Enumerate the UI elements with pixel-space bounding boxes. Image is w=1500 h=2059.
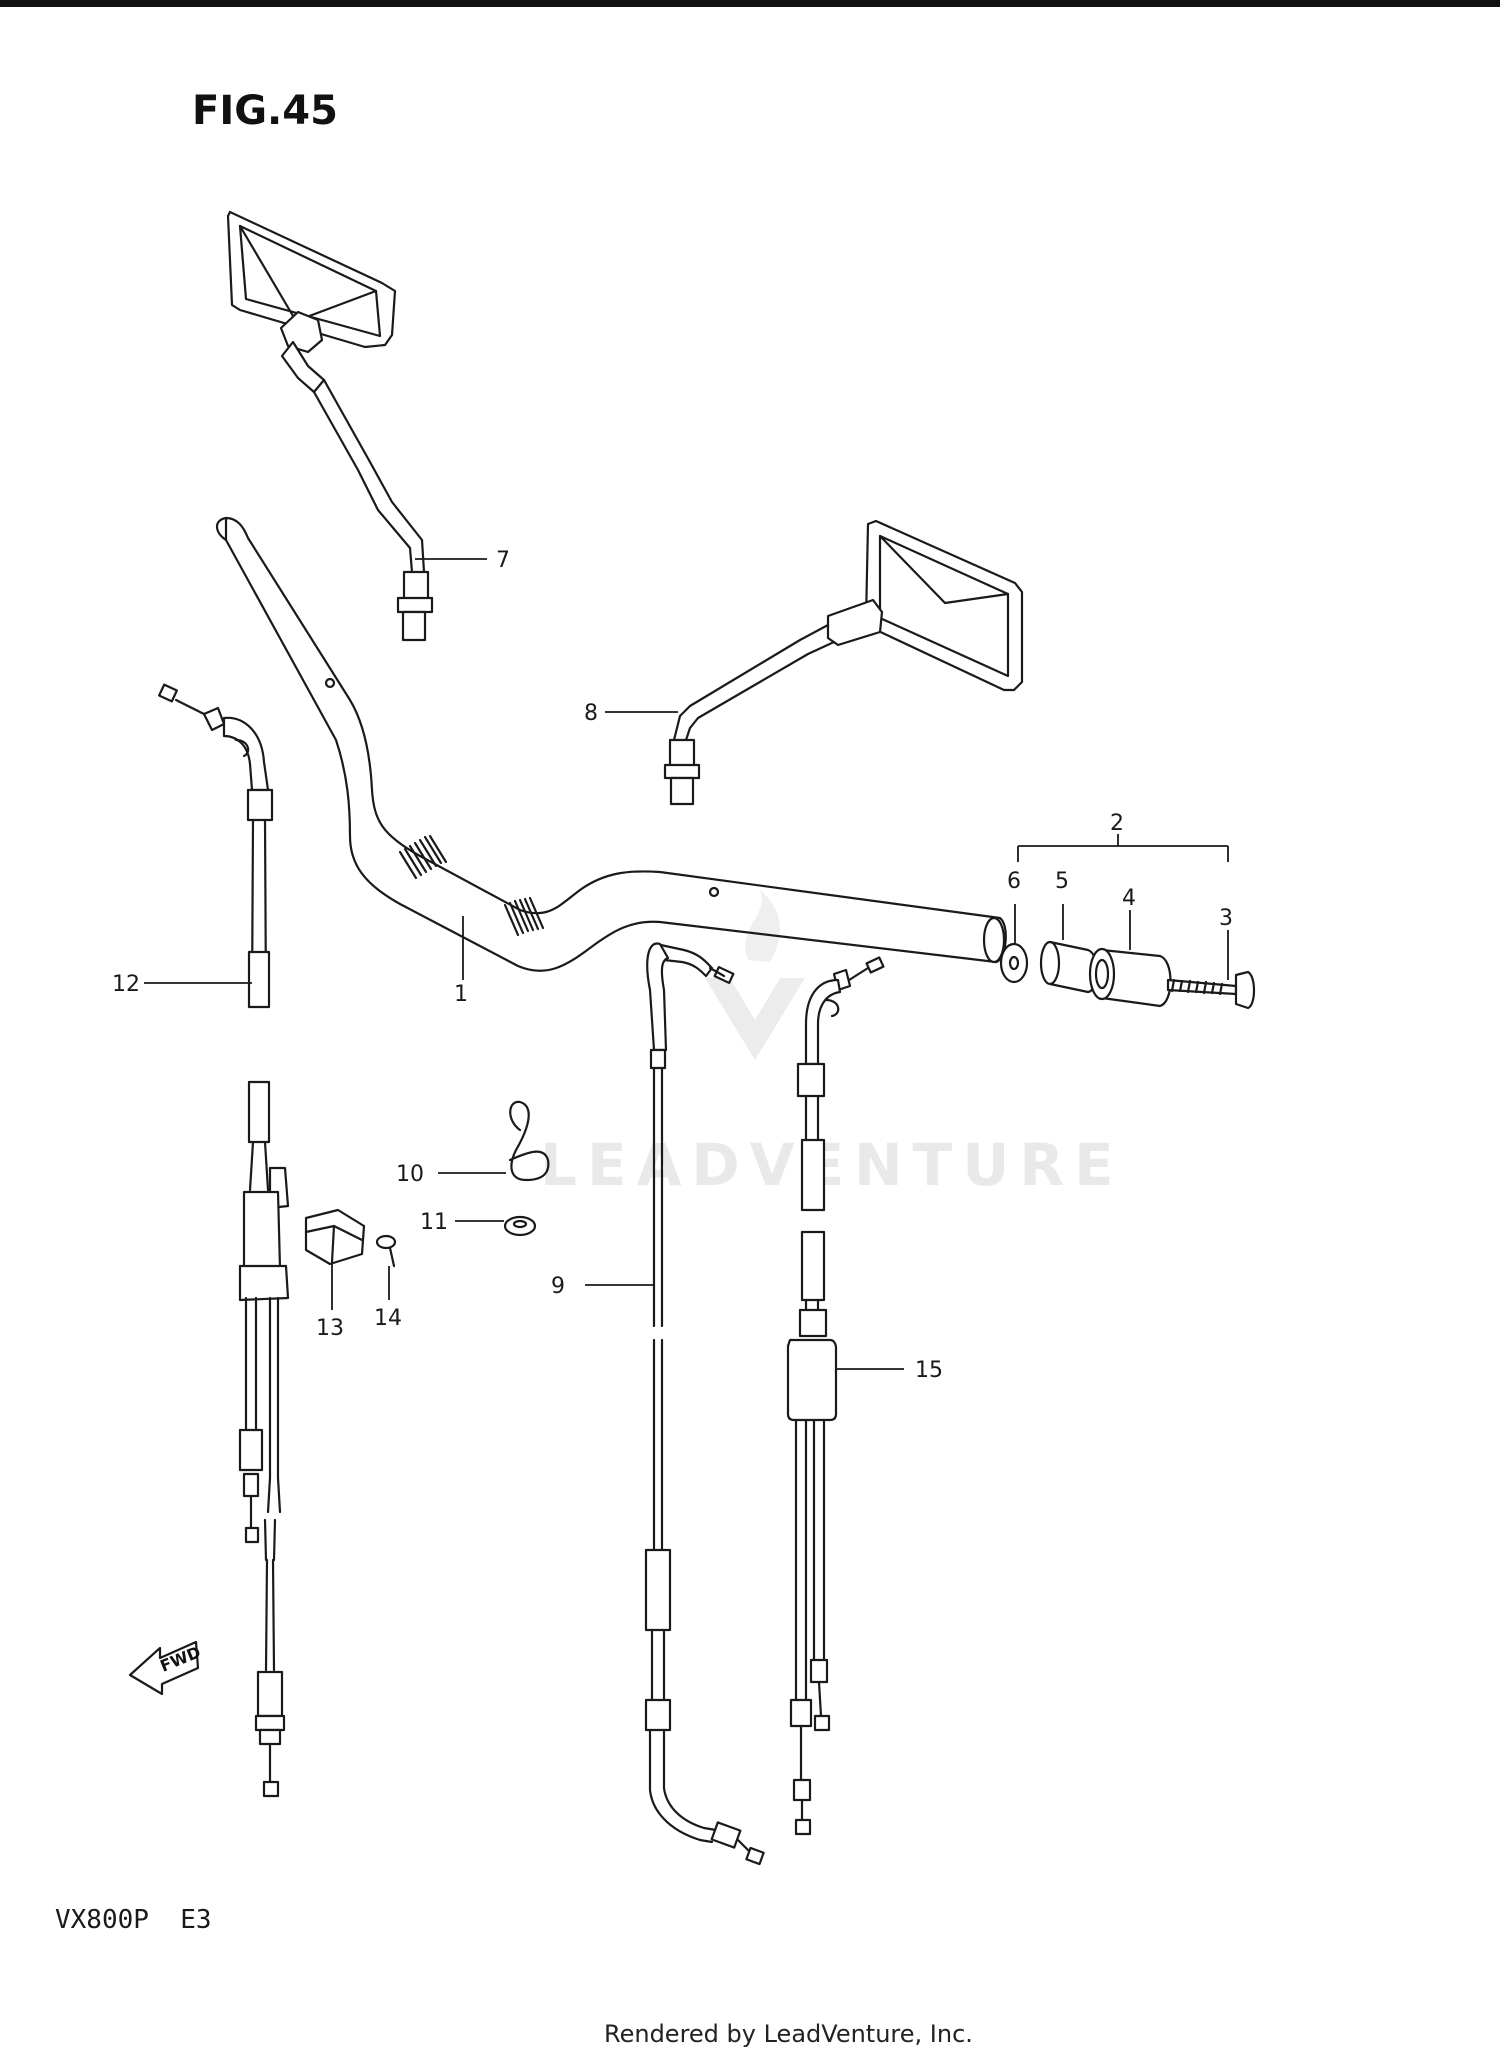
callout-3: 3 <box>1219 906 1233 931</box>
balancer-outer[interactable] <box>1088 947 1172 1008</box>
callout-10: 10 <box>396 1162 424 1187</box>
figure-title: FIG.45 <box>192 88 338 134</box>
grommet[interactable] <box>503 1215 537 1237</box>
watermark: LEADVENTURE <box>540 890 1124 1199</box>
callout-12: 12 <box>112 972 140 997</box>
grip-band-2 <box>503 896 545 937</box>
callout-1: 1 <box>454 982 468 1007</box>
callout-11: 11 <box>420 1210 448 1235</box>
callout-13: 13 <box>316 1316 344 1341</box>
callout-6: 6 <box>1007 869 1021 894</box>
callout-5: 5 <box>1055 869 1069 894</box>
clutch-cable-right[interactable] <box>786 956 885 1836</box>
callout-15: 15 <box>915 1358 943 1383</box>
balancer-inner[interactable] <box>1039 940 1099 994</box>
throttle-cable-center[interactable] <box>644 942 765 1866</box>
callout-9: 9 <box>551 1274 565 1299</box>
balancer-washer[interactable] <box>999 942 1029 984</box>
leader-lines <box>144 558 1229 1370</box>
mirror-left[interactable] <box>226 210 434 642</box>
cable-clip[interactable] <box>508 1100 550 1182</box>
callout-4: 4 <box>1122 886 1136 911</box>
callout-14: 14 <box>374 1306 402 1331</box>
model-code: VX800P E3 <box>55 1905 212 1935</box>
callouts: 1 2 3 4 5 6 7 8 9 10 11 12 13 14 15 <box>112 548 1233 1383</box>
cable-bracket[interactable] <box>304 1208 366 1266</box>
watermark-text: LEADVENTURE <box>540 1131 1124 1199</box>
balancer-bolt[interactable] <box>1166 970 1256 1010</box>
mirror-right[interactable] <box>663 519 1024 806</box>
fwd-arrow-icon: FWD <box>128 1640 203 1696</box>
callout-2: 2 <box>1110 811 1124 836</box>
bracket-screw[interactable] <box>375 1234 397 1268</box>
footer-credit: Rendered by LeadVenture, Inc. <box>604 2020 973 2048</box>
callout-7: 7 <box>496 548 510 573</box>
grip-band-1 <box>398 834 448 880</box>
throttle-cable-left[interactable] <box>158 683 290 1798</box>
callout-8: 8 <box>584 701 598 726</box>
top-border <box>0 0 1500 7</box>
handlebar[interactable] <box>215 516 1007 972</box>
